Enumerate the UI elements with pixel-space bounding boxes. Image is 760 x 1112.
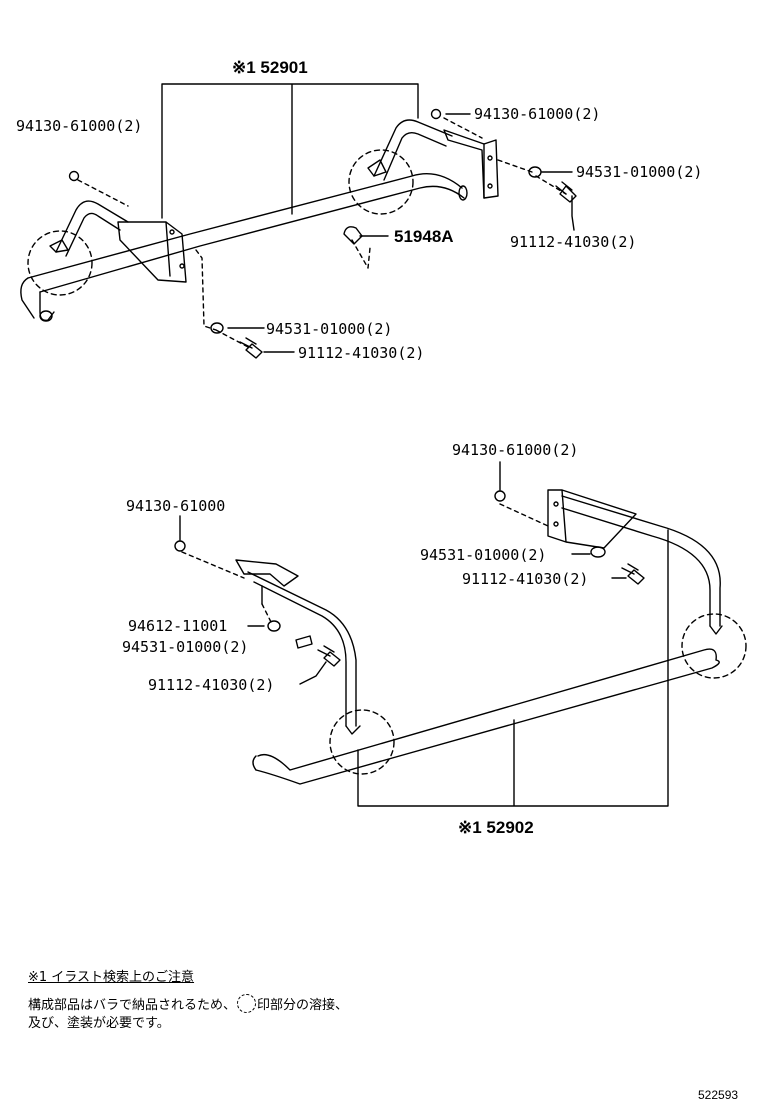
- weld-circle: [681, 613, 747, 679]
- note-line-2: 及び、塗装が必要です。: [28, 1016, 170, 1031]
- washer-icon: [590, 546, 606, 558]
- part-label-bolt-left-b: 91112-41030(2): [148, 676, 274, 694]
- part-label-washer-bottom: 94531-01000(2): [266, 320, 392, 338]
- nut-icon: [174, 540, 186, 552]
- top-left-upright: [55, 200, 129, 257]
- part-label-bolt-bottom: 91112-41030(2): [298, 344, 424, 362]
- bolt-icon: [317, 645, 341, 667]
- nut-icon: [68, 170, 80, 182]
- part-label-nut-left-b: 94130-61000: [126, 497, 225, 515]
- note-line-1: 構成部品はバラで納品されるため、 印部分の溶接、: [28, 994, 348, 1016]
- washer-icon: [210, 322, 224, 334]
- figure-number: 522593: [698, 1088, 739, 1102]
- bolt-icon: [555, 181, 577, 203]
- nut-icon: [494, 490, 506, 502]
- note-title: ※1 イラスト検索上のご注意: [28, 970, 195, 985]
- washer-icon: [295, 635, 313, 649]
- dashed-circle-icon: [237, 994, 257, 1013]
- nut-icon: [430, 108, 442, 120]
- part-label-nut-right: 94130-61000(2): [474, 105, 600, 123]
- bolt-icon: [621, 563, 645, 585]
- top-left-bracket: [117, 221, 187, 283]
- bottom-long-bar: [255, 648, 720, 785]
- ref-bracket-top: [161, 83, 419, 219]
- part-label-washer-right: 94531-01000(2): [576, 163, 702, 181]
- part-label-bolt-right-b: 91112-41030(2): [462, 570, 588, 588]
- ref-label-52901: ※1 52901: [232, 58, 308, 77]
- washer-icon: [528, 166, 542, 178]
- weld-circle: [348, 149, 414, 215]
- part-label-bolt-right: 91112-41030(2): [510, 233, 636, 251]
- bolt-icon: [239, 337, 263, 359]
- part-label-clip: 51948A: [394, 227, 454, 246]
- part-label-nut-left: 94130-61000(2): [16, 117, 142, 135]
- weld-circle: [329, 709, 395, 775]
- part-label-nut-top-right: 94130-61000(2): [452, 441, 578, 459]
- bottom-bar-assembly: [174, 461, 747, 807]
- part-label-washer-right-b: 94531-01000(2): [420, 546, 546, 564]
- clip-icon: [343, 226, 363, 245]
- bottom-right-bracket: [547, 489, 637, 549]
- ref-bracket-bottom: [357, 529, 669, 807]
- note-line-1a: 構成部品はバラで納品されるため、: [28, 998, 237, 1013]
- part-label-spacer: 94612-11001: [128, 617, 227, 635]
- top-right-bracket: [443, 129, 499, 199]
- ref-label-52902: ※1 52902: [458, 818, 534, 837]
- spacer-icon: [267, 620, 281, 632]
- top-right-upright: [373, 119, 453, 181]
- weld-circle: [27, 230, 93, 296]
- bottom-right-upright: [561, 495, 721, 627]
- bottom-left-bracket: [235, 559, 299, 605]
- part-label-washer-left-b: 94531-01000(2): [122, 638, 248, 656]
- bottom-left-upright: [247, 571, 357, 727]
- top-bar-assembly: [20, 83, 577, 359]
- note-line-1b: 印部分の溶接、: [257, 998, 349, 1013]
